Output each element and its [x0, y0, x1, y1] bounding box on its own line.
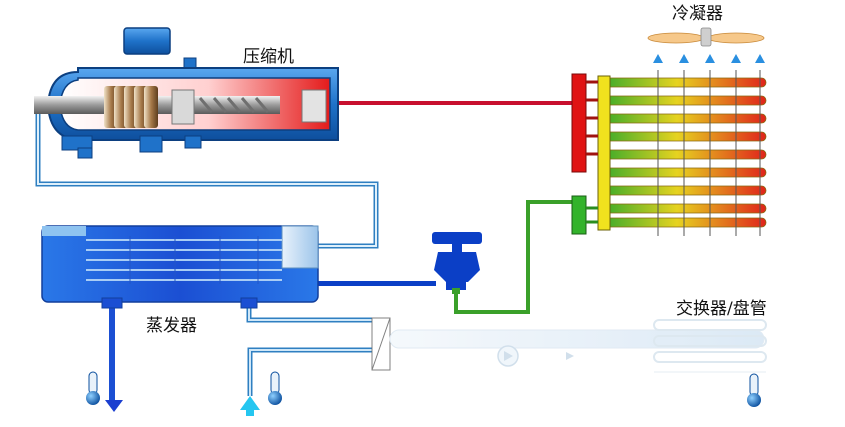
exchanger-label: 交换器/盘管 — [676, 299, 767, 319]
thermometer-icon — [747, 373, 761, 407]
return-in-arrow — [240, 396, 260, 410]
condenser-tubes — [603, 77, 767, 228]
heat-exchanger-coil — [371, 317, 767, 373]
evaporator-outlet-line — [318, 281, 436, 286]
evaporator — [41, 225, 319, 309]
expansion-valve-icon — [432, 232, 482, 294]
chilled-out-arrow — [105, 400, 123, 412]
inlet-manifold — [571, 73, 587, 173]
compressor — [34, 27, 339, 159]
fan-icon — [647, 27, 765, 47]
motor-coil — [104, 86, 158, 128]
airflow-arrows — [653, 54, 765, 63]
compressor-label: 压缩机 — [243, 47, 294, 67]
liquid-line — [454, 200, 578, 314]
thermometer-icon — [268, 371, 282, 405]
outlet-manifold — [571, 195, 587, 235]
return-inlet-pipe — [247, 347, 372, 396]
hot-gas-line — [338, 101, 574, 105]
screw-rotor — [198, 97, 270, 113]
thermometer-icon — [86, 371, 100, 405]
header-manifold — [597, 75, 611, 231]
evaporator-label: 蒸发器 — [146, 316, 197, 336]
chilled-outlet-pipe — [109, 298, 115, 402]
condenser — [571, 27, 767, 236]
pump-icon — [497, 345, 519, 367]
condenser-label: 冷凝器 — [672, 4, 723, 24]
